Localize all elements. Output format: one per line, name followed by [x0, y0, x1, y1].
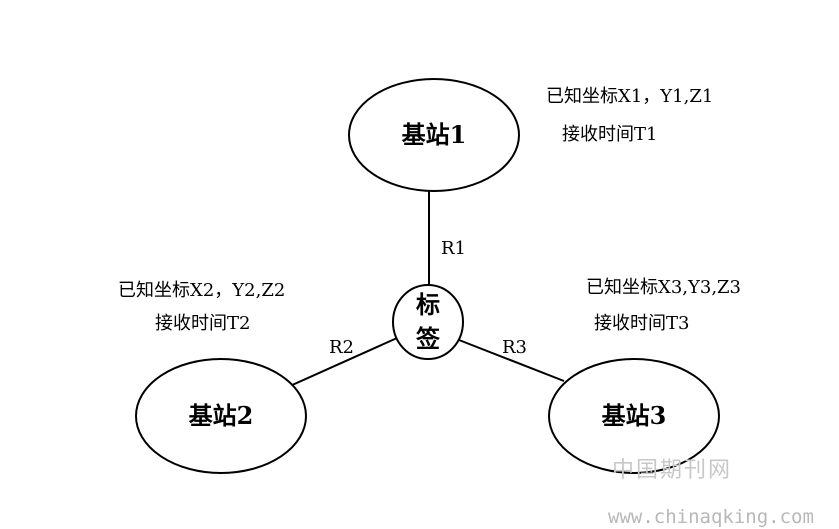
edge-r1-label: R1: [441, 238, 466, 259]
base-station-1: [348, 78, 520, 192]
base-station-1-label: 基站1: [402, 120, 467, 149]
edge-r2-label: R2: [329, 337, 354, 358]
edge-r3-label: R3: [502, 337, 527, 358]
tag-label-line2: 签: [415, 324, 441, 353]
watermark-url: www.chinaqking.com: [608, 506, 814, 528]
watermark-site-name: 中国期刊网: [612, 458, 732, 483]
base1-time-text: 接收时间T1: [562, 124, 657, 145]
base2-time-text: 接收时间T2: [155, 313, 250, 334]
base-station-3: [548, 358, 720, 474]
base1-coord-text: 已知坐标X1，Y1,Z1: [546, 86, 713, 107]
base-station-3-label: 基站3: [602, 401, 667, 430]
base3-coord-text: 已知坐标X3,Y3,Z3: [586, 277, 741, 298]
edge-r2: [289, 337, 398, 387]
base2-coord-text: 已知坐标X2，Y2,Z2: [118, 280, 285, 301]
edge-r3: [458, 339, 565, 382]
base-station-2-label: 基站2: [189, 401, 254, 430]
tag-label-line1: 标: [416, 290, 440, 319]
tag-node: [392, 284, 464, 360]
base3-time-text: 接收时间T3: [594, 313, 689, 334]
base-station-2: [135, 358, 307, 474]
